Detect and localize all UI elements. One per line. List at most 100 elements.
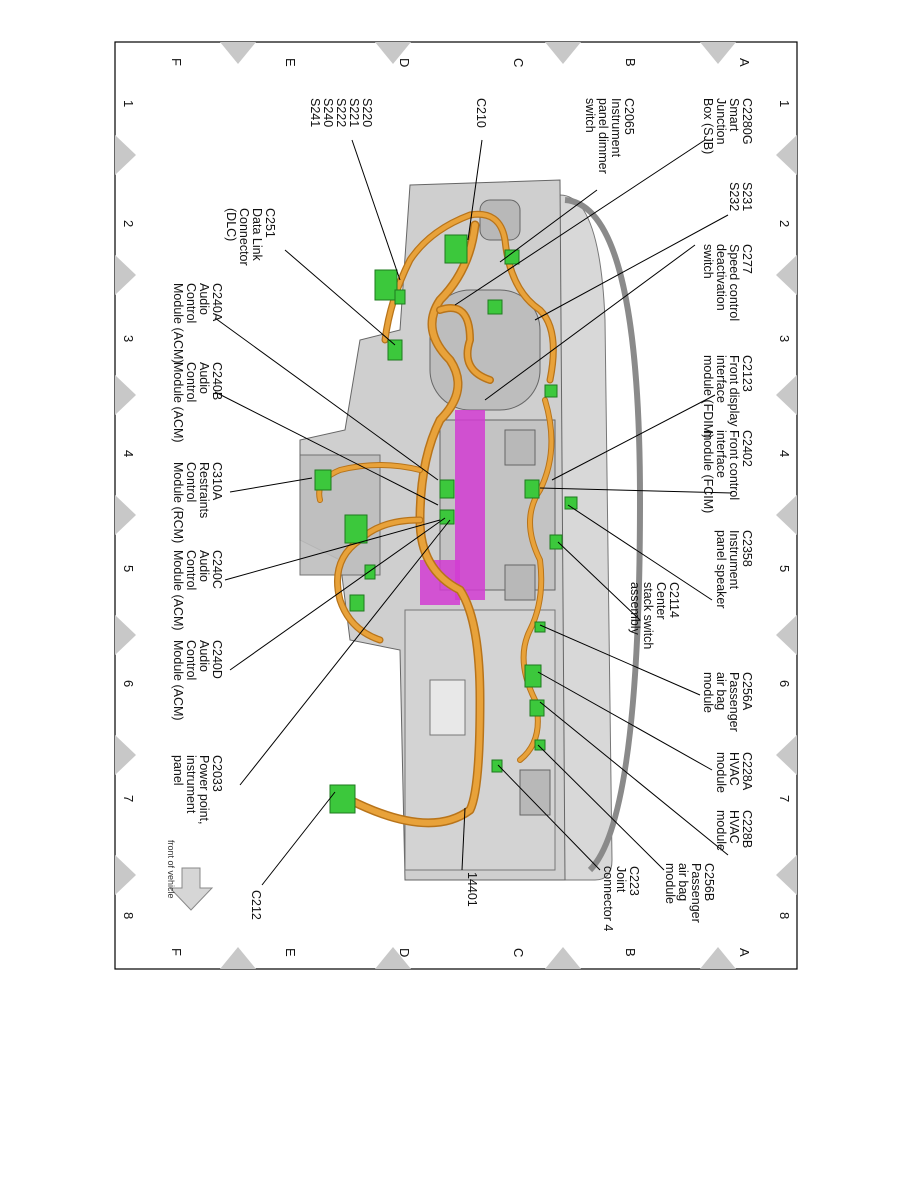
svg-text:Joint: Joint [614,866,628,893]
svg-text:module: module [714,810,728,851]
svg-text:panel speaker: panel speaker [714,530,728,609]
svg-text:Instrument: Instrument [727,530,741,590]
svg-text:air bag: air bag [676,863,690,901]
svg-text:C240D: C240D [210,640,224,679]
svg-text:Connector: Connector [237,208,251,266]
grid-number: 2 [777,220,792,227]
grid-letter: F [169,948,184,956]
svg-text:Front control: Front control [727,430,741,500]
svg-text:Junction: Junction [714,98,728,145]
grid-letter: E [283,58,298,67]
label-c2114: C2114 Center stack switch assembly [628,582,681,649]
label-c240c: C240C Audio Control Module (ACM) [171,550,224,631]
svg-text:Data Link: Data Link [250,208,264,262]
label-c256a: C256A Passenger air bag module [701,672,754,732]
connector [387,339,403,361]
svg-text:module (FDIM): module (FDIM) [701,355,715,438]
svg-text:panel dimmer: panel dimmer [596,98,610,174]
svg-text:interface: interface [714,430,728,478]
cowl-arc [564,197,644,873]
label-c2033: C2033 Power point, instrument panel [171,755,224,824]
connector [534,739,546,751]
label-c2123: C2123 Front display interface module (FD… [701,355,754,438]
svg-text:Speed control: Speed control [727,244,741,321]
svg-text:Module (ACM): Module (ACM) [171,550,185,631]
label-c228b: C228B HVAC module [714,810,754,851]
svg-text:Control: Control [184,640,198,680]
svg-text:C240B: C240B [210,362,224,400]
grid-number: 2 [121,220,136,227]
svg-text:C2358: C2358 [740,530,754,567]
label-c240a: C240A Audio Control Module (ACM) [171,283,224,364]
connector [524,479,540,499]
svg-text:14401: 14401 [465,872,479,907]
label-s231: S231 S232 [727,182,754,211]
label-c310a: C310A Restraints Control Module (RCM) [171,462,224,543]
svg-text:S220: S220 [360,98,374,127]
svg-text:assembly: assembly [628,582,642,636]
label-c2065: C2065 Instrument panel dimmer switch [583,98,636,174]
svg-text:Control: Control [184,362,198,402]
svg-text:S222: S222 [334,98,348,127]
grid-col-numbers-right: 1 2 3 4 5 6 7 8 [777,100,792,919]
grid-number: 7 [777,795,792,802]
svg-text:C2123: C2123 [740,355,754,392]
grid-number: 7 [121,795,136,802]
svg-text:C223: C223 [627,866,641,896]
svg-text:stack switch: stack switch [641,582,655,649]
border-triangles [115,42,797,969]
grid-letter: B [623,948,638,957]
svg-text:Audio: Audio [197,640,211,672]
svg-text:interface: interface [714,355,728,403]
svg-text:panel: panel [171,755,185,786]
grid-col-numbers-left: 1 2 3 4 5 6 7 8 [121,100,136,919]
label-c212: C212 [249,890,263,920]
svg-text:Box (SJB): Box (SJB) [701,98,715,154]
connector [529,699,545,717]
label-c223: C223 Joint connector 4 [601,866,641,931]
connector [394,289,406,305]
svg-text:air bag: air bag [714,672,728,710]
svg-text:C228B: C228B [740,810,754,848]
label-c256b: C256B Passenger air bag module [663,863,716,923]
svg-text:C251: C251 [263,208,277,238]
svg-text:Passenger: Passenger [689,863,703,923]
svg-text:C2114: C2114 [667,582,681,618]
grid-number: 5 [121,565,136,572]
svg-text:C277: C277 [740,244,754,274]
connector [504,249,520,265]
svg-text:C256B: C256B [702,863,716,901]
connector [444,234,468,264]
connector [549,534,563,550]
connector [344,514,368,544]
connector [349,594,365,612]
grid-letter: D [397,58,412,67]
front-of-vehicle-indicator: front of vehicle [166,840,214,911]
svg-text:S241: S241 [308,98,322,127]
svg-text:Module (ACM): Module (ACM) [171,283,185,364]
grid-letter: A [737,948,752,957]
svg-text:Control: Control [184,550,198,590]
label-c277: C277 Speed control deactivation switch [701,244,754,321]
svg-text:Power point,: Power point, [197,755,211,824]
svg-text:module: module [714,752,728,793]
label-c240d: C240D Audio Control Module (ACM) [171,640,224,721]
svg-text:C240C: C240C [210,550,224,589]
svg-text:C2280G: C2280G [740,98,754,145]
svg-text:module: module [701,672,715,713]
label-c2402: C2402 Front control interface module (FC… [701,430,754,513]
grid-number: 6 [777,680,792,687]
svg-text:S221: S221 [347,98,361,127]
grid-number: 8 [121,912,136,919]
connector [374,269,398,301]
callout-labels: C2280G Smart Junction Box (SJB) C2065 In… [171,98,754,931]
svg-text:Module (RCM): Module (RCM) [171,462,185,543]
label-c2358: C2358 Instrument panel speaker [714,530,754,609]
connectors [314,234,578,814]
connector [564,496,578,510]
label-c2280g: C2280G Smart Junction Box (SJB) [701,98,754,154]
svg-text:Audio: Audio [197,283,211,315]
svg-text:deactivation: deactivation [714,244,728,311]
label-s220: S220 S221 S222 S240 S241 [308,98,374,127]
